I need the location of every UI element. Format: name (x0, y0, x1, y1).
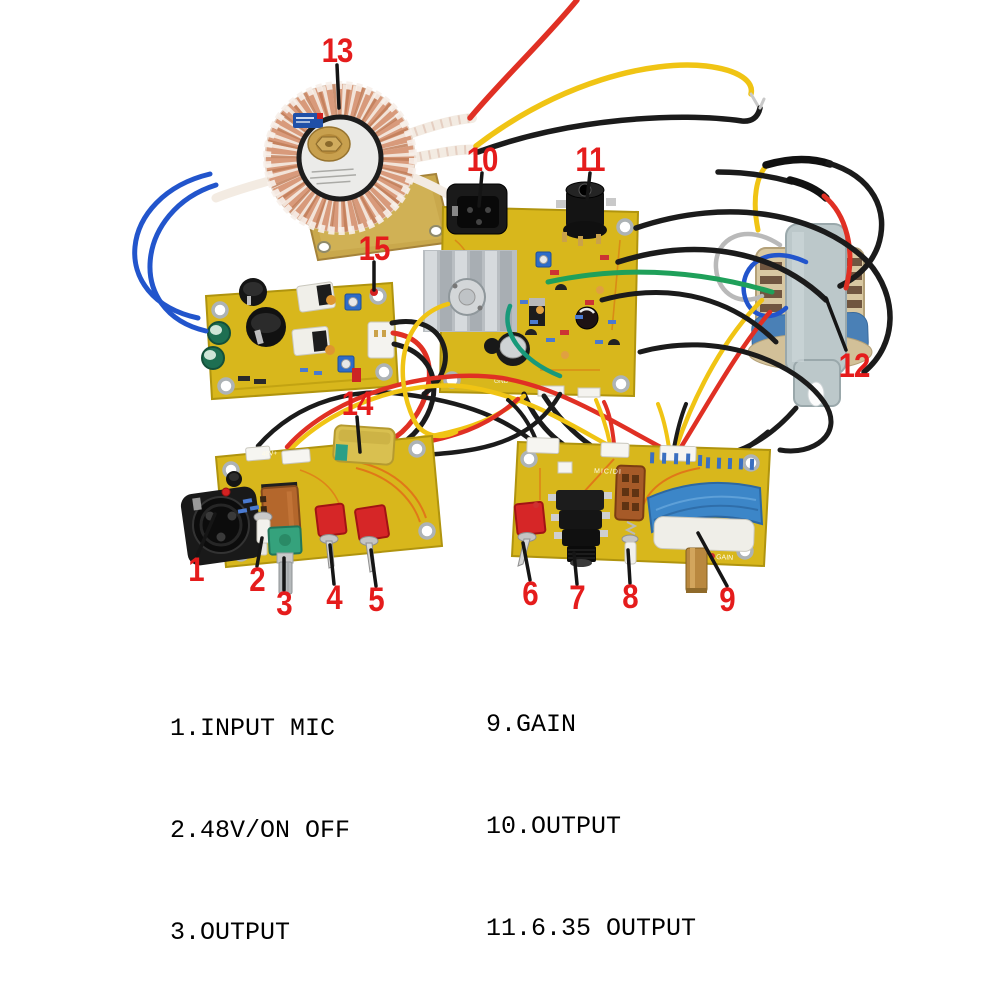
callout-11: 11 (575, 140, 605, 179)
callout-14: 14 (341, 384, 374, 423)
callout-4: 4 (326, 578, 342, 617)
silkscreen-gain: GAIN (716, 554, 733, 562)
input-board: 48V+ (180, 424, 444, 595)
xlr-output-connector (446, 183, 508, 235)
callout-15: 15 (358, 229, 391, 268)
legend-left-column: 1.INPUT MIC 2.48V/ON OFF 3.OUTPUT 4.-10D… (170, 644, 350, 1000)
control-board: MIC/DI GAIN (510, 437, 772, 593)
callout-1: 1 (188, 550, 204, 589)
mic-di-switch (614, 464, 646, 565)
callout-7: 7 (569, 578, 585, 617)
di-in-jack (548, 490, 612, 567)
legend-line: 3.OUTPUT (170, 918, 291, 947)
legend-line: 9.GAIN (486, 710, 577, 739)
callout-2: 2 (249, 560, 265, 599)
silkscreen-48v: 48V+ (262, 450, 278, 458)
callout-13: 13 (321, 31, 354, 70)
signal-input-transformer (332, 424, 396, 466)
wiring (132, 0, 893, 474)
callout-10: 10 (466, 140, 499, 179)
legend-line: 2.48V/ON OFF (170, 816, 351, 845)
legend-line: 10.OUTPUT (486, 812, 622, 841)
legend-line: 11.6.35 OUTPUT (486, 914, 697, 943)
toroidal-transformer (211, 81, 483, 262)
relay-component (259, 481, 302, 537)
callout-5: 5 (368, 580, 384, 619)
brand-logo (293, 113, 323, 128)
power-board (201, 278, 400, 401)
xlr-input-connector (180, 486, 264, 566)
heatsink (423, 250, 517, 332)
legend-right-column: 9.GAIN 10.OUTPUT 11.6.35 OUTPUT 12.SIGNA… (486, 640, 936, 1000)
signal-output-transformer (747, 223, 873, 407)
callout-3: 3 (276, 584, 292, 623)
resistor-rows (649, 452, 755, 470)
gain-rotary-switch (646, 481, 764, 593)
silkscreen-mic-di: MIC/DI (594, 468, 622, 476)
callout-12: 12 (838, 346, 871, 385)
silkscreen-gnd: GND (494, 378, 509, 385)
callout-9: 9 (719, 580, 735, 619)
callout-6: 6 (522, 574, 538, 613)
power-board-connector (367, 321, 395, 359)
reverse-switch (513, 500, 547, 567)
callout-leader-lines (195, 63, 848, 592)
callout-8: 8 (622, 577, 638, 616)
main-amp-board: GND (423, 181, 640, 398)
legend-line: 1.INPUT MIC (170, 714, 336, 743)
